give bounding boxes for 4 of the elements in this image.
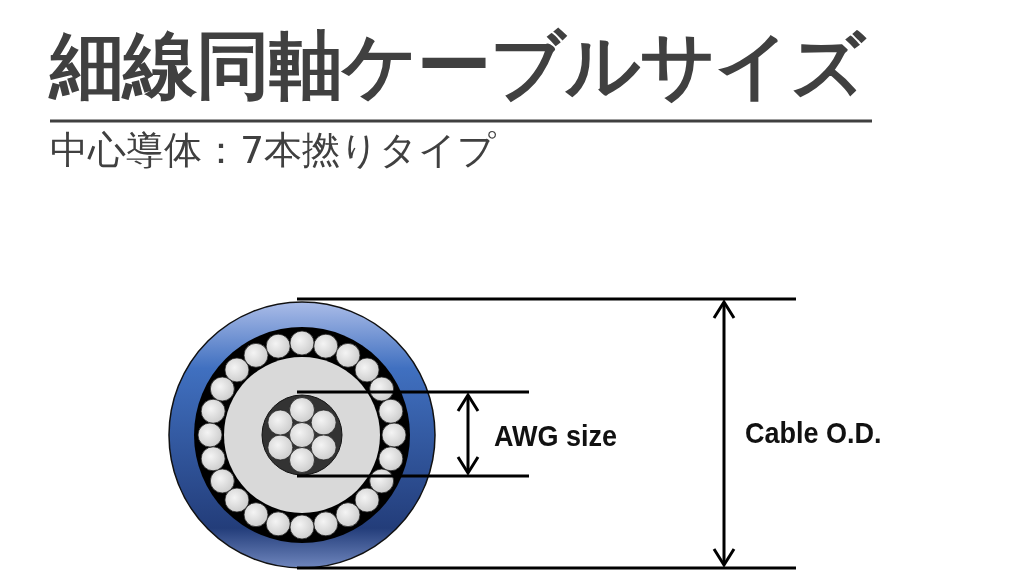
title: 細線同軸ケーブルサイズ (50, 28, 865, 102)
dimension-label: AWG size (494, 421, 618, 451)
dimension-label: Cable O.D. (745, 418, 882, 448)
subtitle: 中心導体：7本撚りタイプ (50, 128, 497, 174)
